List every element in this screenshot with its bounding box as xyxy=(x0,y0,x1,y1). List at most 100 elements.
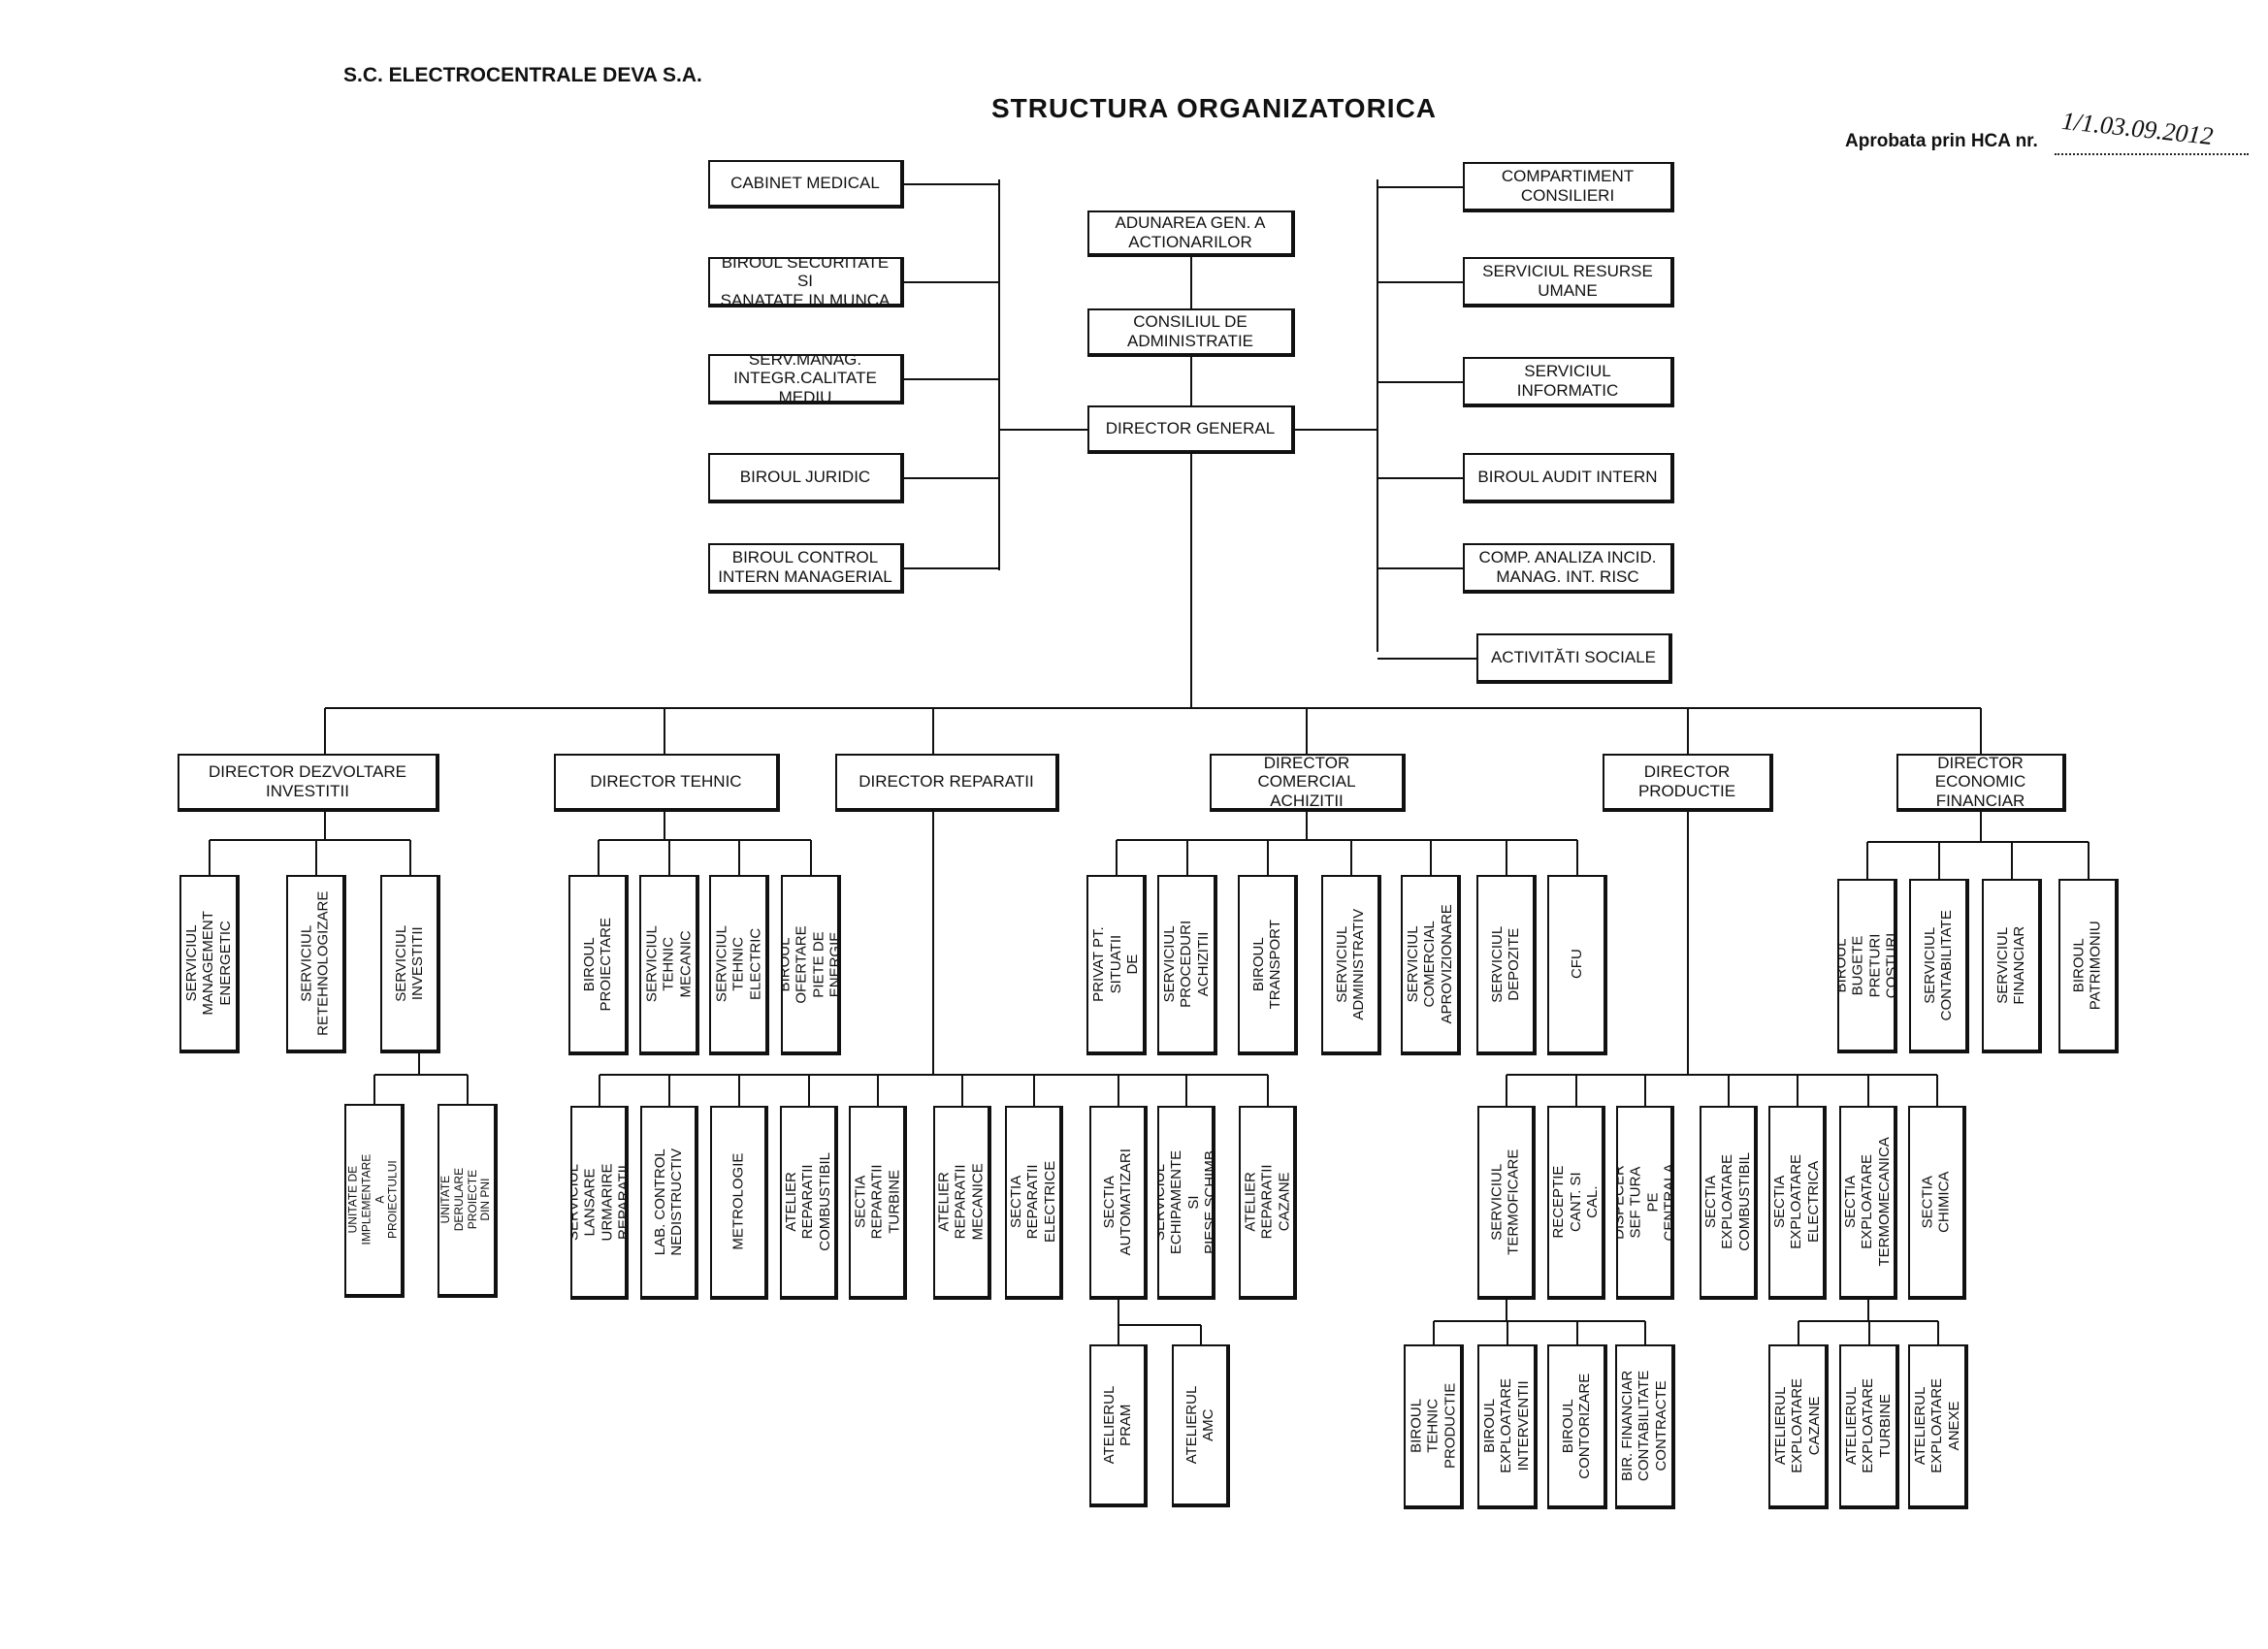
unit-label: LAB. CONTROL NEDISTRUCTIV xyxy=(651,1148,685,1256)
unit-label: SECTIA EXPLOATARE ELECTRICA xyxy=(1771,1154,1822,1249)
unit-label: SECTIA REPARATII TURBINE xyxy=(852,1164,902,1240)
unit-director-dezvoltare-investitii: DIRECTOR DEZVOLTARE INVESTITII xyxy=(178,754,439,812)
unit-label: ATELIERUL EXPLOATARE CAZANE xyxy=(1772,1378,1823,1473)
unit-sectia-chimica: SECTIA CHIMICA xyxy=(1908,1106,1966,1300)
unit-label: SERVICIUL FINANCIAR xyxy=(1993,925,2027,1005)
unit-serviciul-lansare-urmarire-reparatii: SERVICIUL LANSARE URMARIRE REPARATII xyxy=(570,1106,629,1300)
unit-label: SERVICIUL RETEHNOLOGIZARE xyxy=(298,890,332,1036)
unit-label: CONSILIUL DE ADMINISTRATIE xyxy=(1126,312,1254,350)
unit-dispecer-sef-tura-pe-centrala: DISPECER SEF TURA PE CENTRALA xyxy=(1616,1106,1674,1300)
unit-label: SERVICIUL MANAGEMENT ENERGETIC xyxy=(183,911,234,1016)
unit-label: BIROUL SECURITATE SI SANATATE IN MUNCA xyxy=(720,257,891,307)
unit-serviciul-tehnic-mecanic: SERVICIUL TEHNIC MECANIC xyxy=(639,875,699,1055)
unit-biroul-contorizare: BIROUL CONTORIZARE xyxy=(1547,1344,1607,1509)
unit-biroul-securitate-si-sanatate-in-munca: BIROUL SECURITATE SI SANATATE IN MUNCA xyxy=(708,257,904,307)
unit-serviciul-receptie-cant-si-cal-comb: SERVICIUL RECEPTIE CANT. SI CAL. COMB. xyxy=(1547,1106,1605,1300)
unit-label: SECTIA AUTOMATIZARI xyxy=(1100,1148,1134,1256)
unit-serviciul-tehnic-electric: SERVICIUL TEHNIC ELECTRIC xyxy=(709,875,769,1055)
unit-director-comercial-achizitii: DIRECTOR COMERCIAL ACHIZITII xyxy=(1210,754,1406,812)
unit-label: DIRECTOR REPARATII xyxy=(859,772,1034,792)
unit-biroul-audit-intern: BIROUL AUDIT INTERN xyxy=(1463,453,1674,503)
unit-sectia-reparatii-electrice: SECTIA REPARATII ELECTRICE xyxy=(1005,1106,1063,1300)
unit-cabinet-medical: CABINET MEDICAL xyxy=(708,160,904,209)
unit-bir-financiar-contabilitate-contracte: BIR. FINANCIAR CONTABILITATE CONTRACTE xyxy=(1615,1344,1675,1509)
unit-atelierul-pram: ATELIERUL PRAM xyxy=(1089,1344,1148,1507)
unit-label: ATELIER REPARATII MECANICE xyxy=(936,1163,987,1241)
unit-label: BIR. FINANCIAR CONTABILITATE CONTRACTE xyxy=(1619,1370,1669,1482)
unit-director-general: DIRECTOR GENERAL xyxy=(1087,405,1295,454)
unit-serviciul-resurse-umane: SERVICIUL RESURSE UMANE xyxy=(1463,257,1674,307)
unit-label: ATELIERUL EXPLOATARE TURBINE xyxy=(1843,1378,1894,1473)
unit-label: DIRECTOR GENERAL xyxy=(1105,419,1276,438)
unit-serviciul-administrativ: SERVICIUL ADMINISTRATIV xyxy=(1321,875,1381,1055)
unit-biroul-transport: BIROUL TRANSPORT xyxy=(1238,875,1298,1055)
unit-label: SERVICIUL CONTABILITATE xyxy=(1921,909,1955,1021)
unit-biroul-bugete-preturi-costuri: BIROUL BUGETE PRETURI COSTURI xyxy=(1837,879,1897,1053)
unit-label: SERVICIUL COMERCIAL APROVIZIONARE xyxy=(1405,904,1455,1024)
unit-label: SECTIA CHIMICA xyxy=(1919,1171,1954,1233)
unit-label: SECTIA EXPLOATARE TERMOMECANICA xyxy=(1842,1137,1893,1267)
unit-serviciul-depozite: SERVICIUL DEPOZITE xyxy=(1476,875,1537,1055)
unit-atelier-reparatii-cazane: ATELIER REPARATII CAZANE xyxy=(1239,1106,1297,1300)
unit-serviciul-comercial-aprovizionare: SERVICIUL COMERCIAL APROVIZIONARE xyxy=(1401,875,1461,1055)
unit-label: COMPARTIMENT CONSILIERI xyxy=(1501,167,1635,205)
unit-unitate-derulare-proiecte-din-pni: UNITATE DERULARE PROIECTE DIN PNI xyxy=(437,1104,498,1298)
unit-serviciul-contabilitate: SERVICIUL CONTABILITATE xyxy=(1909,879,1969,1053)
unit-compartiment-consilieri: COMPARTIMENT CONSILIERI xyxy=(1463,162,1674,212)
unit-label: DIRECTOR PRODUCTIE xyxy=(1637,762,1736,800)
unit-atelierul-amc: ATELIERUL AMC xyxy=(1172,1344,1230,1507)
unit-unitate-de-implementare-a-proiectului: UNITATE DE IMPLEMENTARE A PROIECTULUI xyxy=(344,1104,405,1298)
unit-label: DIRECTOR COMERCIAL ACHIZITII xyxy=(1257,754,1356,810)
unit-sectia-exploatare-termomecanica: SECTIA EXPLOATARE TERMOMECANICA xyxy=(1839,1106,1897,1300)
unit-serviciul-echipamente-si-piese-schimb: SERVICIUL ECHIPAMENTE SI PIESE SCHIMB xyxy=(1157,1106,1215,1300)
unit-metrologie: METROLOGIE xyxy=(710,1106,768,1300)
unit-serviciul-retehnologizare: SERVICIUL RETEHNOLOGIZARE xyxy=(286,875,346,1053)
unit-label: SECTIA REPARATII ELECTRICE xyxy=(1008,1160,1058,1244)
unit-director-reparatii: DIRECTOR REPARATII xyxy=(835,754,1059,812)
unit-biroul-juridic: BIROUL JURIDIC xyxy=(708,453,904,503)
unit-director-economic-financiar: DIRECTOR ECONOMIC FINANCIAR xyxy=(1896,754,2066,812)
unit-label: BIROUL TEHNIC PRODUCTIE xyxy=(1408,1382,1458,1470)
unit-label: METROLOGIE xyxy=(729,1152,747,1251)
unit-label: BIROUL OFERTARE PIETE DE ENERGIE xyxy=(781,924,841,1004)
unit-serviciul-management-energetic: SERVICIUL MANAGEMENT ENERGETIC xyxy=(179,875,240,1053)
unit-consiliul-de-administratie: CONSILIUL DE ADMINISTRATIE xyxy=(1087,308,1295,357)
unit-biroul-patrimoniu: BIROUL PATRIMONIU xyxy=(2058,879,2119,1053)
unit-serviciul-financiar: SERVICIUL FINANCIAR xyxy=(1982,879,2042,1053)
unit-label: SERVICIUL RESURSE UMANE xyxy=(1482,262,1653,300)
unit-label: SECTIA EXPLOATARE COMBUSTIBIL xyxy=(1702,1152,1753,1251)
unit-adunarea-gen-a-actionarilor: ADUNAREA GEN. A ACTIONARILOR xyxy=(1087,210,1295,257)
unit-label: DIRECTOR ECONOMIC FINANCIAR xyxy=(1934,754,2026,810)
unit-label: ATELIERUL EXPLOATARE ANEXE xyxy=(1912,1378,1962,1473)
unit-biroul-tehnic-productie: BIROUL TEHNIC PRODUCTIE xyxy=(1404,1344,1464,1509)
unit-label: BIROUL JURIDIC xyxy=(739,468,871,487)
unit-label: ADUNAREA GEN. A ACTIONARILOR xyxy=(1115,213,1266,251)
unit-activit-ti-sociale: ACTIVITĂTI SOCIALE xyxy=(1476,633,1672,684)
unit-label: DISPECER SEF TURA PE CENTRALA xyxy=(1616,1162,1674,1242)
unit-label: CABINET MEDICAL xyxy=(730,174,880,193)
unit-label: SERVICIUL RECEPTIE CANT. SI CAL. COMB. xyxy=(1547,1163,1605,1241)
unit-label: SERVICIUL LANSARE URMARIRE REPARATII xyxy=(570,1162,629,1242)
unit-label: SERVICIUL ADMINISTRATIV xyxy=(1333,908,1368,1020)
unit-cfu: CFU xyxy=(1547,875,1607,1055)
unit-director-productie: DIRECTOR PRODUCTIE xyxy=(1603,754,1773,812)
unit-sectia-automatizari: SECTIA AUTOMATIZARI xyxy=(1089,1106,1148,1300)
unit-atelier-reparatii-combustibil: ATELIER REPARATII COMBUSTIBIL xyxy=(780,1106,838,1300)
unit-label: BIROUL CONTROL INTERN MANAGERIAL xyxy=(718,548,892,586)
unit-serviciul-investitii: SERVICIUL INVESTITII xyxy=(380,875,440,1053)
unit-label: ATELIERUL PRAM xyxy=(1100,1385,1134,1465)
unit-label: SERVICIUL TERMOFICARE xyxy=(1488,1148,1523,1255)
unit-label: SERVICIUL TEHNIC MECANIC xyxy=(643,925,694,1003)
unit-serviciul-informatic: SERVICIUL INFORMATIC xyxy=(1463,357,1674,407)
unit-label: BIROUL AUDIT INTERN xyxy=(1477,468,1658,487)
unit-label: ACTIVITĂTI SOCIALE xyxy=(1490,648,1657,667)
unit-label: UNITATE DE IMPLEMENTARE A PROIECTULUI xyxy=(345,1154,400,1245)
unit-label: UNITATE DERULARE PROIECTE DIN PNI xyxy=(438,1168,493,1232)
approval-label: Aprobata prin HCA nr. xyxy=(1845,131,2038,151)
unit-label: SERVICIUL DEPOZITE xyxy=(1488,925,1523,1003)
unit-serviciul-termoficare: SERVICIUL TERMOFICARE xyxy=(1477,1106,1536,1300)
approval-dotted-line xyxy=(2055,153,2249,155)
unit-serviciul-proceduri-achizitii: SERVICIUL PROCEDURI ACHIZITII xyxy=(1157,875,1217,1055)
unit-label: SERVICIUL TEHNIC ELECTRIC xyxy=(713,925,763,1003)
